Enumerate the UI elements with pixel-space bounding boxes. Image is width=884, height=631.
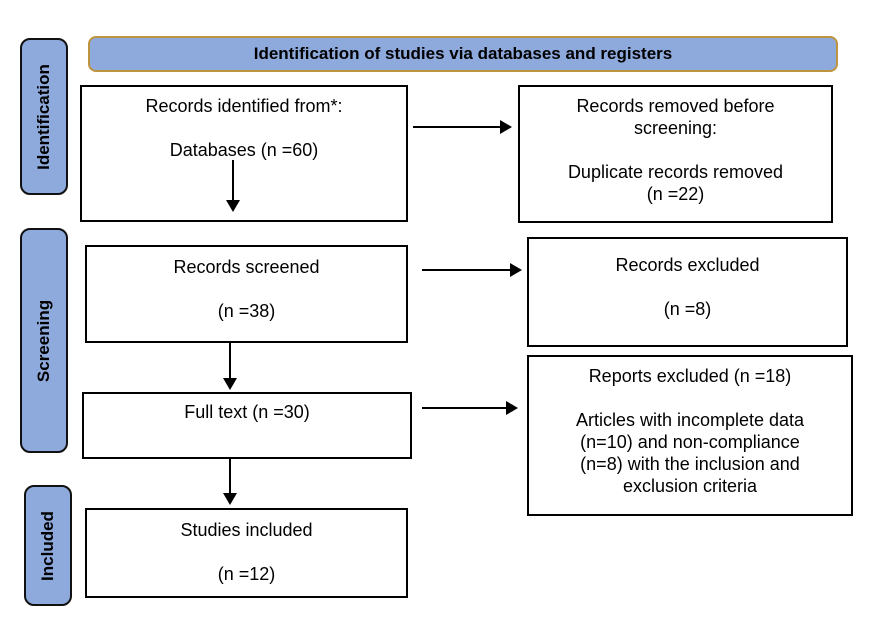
right-arrow-head-icon — [510, 263, 522, 277]
stage-label-included-text: Included — [38, 510, 57, 581]
right-arrow-icon — [422, 407, 508, 409]
stage-label-included: Included — [24, 485, 72, 606]
down-arrow-head-icon — [223, 378, 237, 390]
stage-label-screening-text: Screening — [34, 299, 54, 382]
stage-label-identification-text: Identification — [34, 63, 53, 170]
box-reports-excluded: Reports excluded (n =18) Articles with i… — [527, 355, 853, 516]
box-records-screened: Records screened (n =38) — [85, 245, 408, 343]
down-arrow-head-icon — [226, 200, 240, 212]
stage-label-identification: Identification — [20, 38, 68, 195]
box-records-excluded: Records excluded (n =8) — [527, 237, 848, 347]
stage-label-screening: Screening — [20, 228, 68, 453]
box-full-text: Full text (n =30) — [82, 392, 412, 459]
box-records-identified: Records identified from*: Databases (n =… — [80, 85, 408, 222]
down-arrow-icon — [229, 459, 231, 495]
down-arrow-icon — [229, 343, 231, 380]
right-arrow-head-icon — [506, 401, 518, 415]
box-records-removed: Records removed before screening: Duplic… — [518, 85, 833, 223]
down-arrow-head-icon — [223, 493, 237, 505]
down-arrow-icon — [232, 160, 234, 202]
banner-title: Identification of studies via databases … — [88, 36, 838, 72]
box-studies-included: Studies included (n =12) — [85, 508, 408, 598]
right-arrow-icon — [413, 126, 502, 128]
right-arrow-head-icon — [500, 120, 512, 134]
right-arrow-icon — [422, 269, 512, 271]
